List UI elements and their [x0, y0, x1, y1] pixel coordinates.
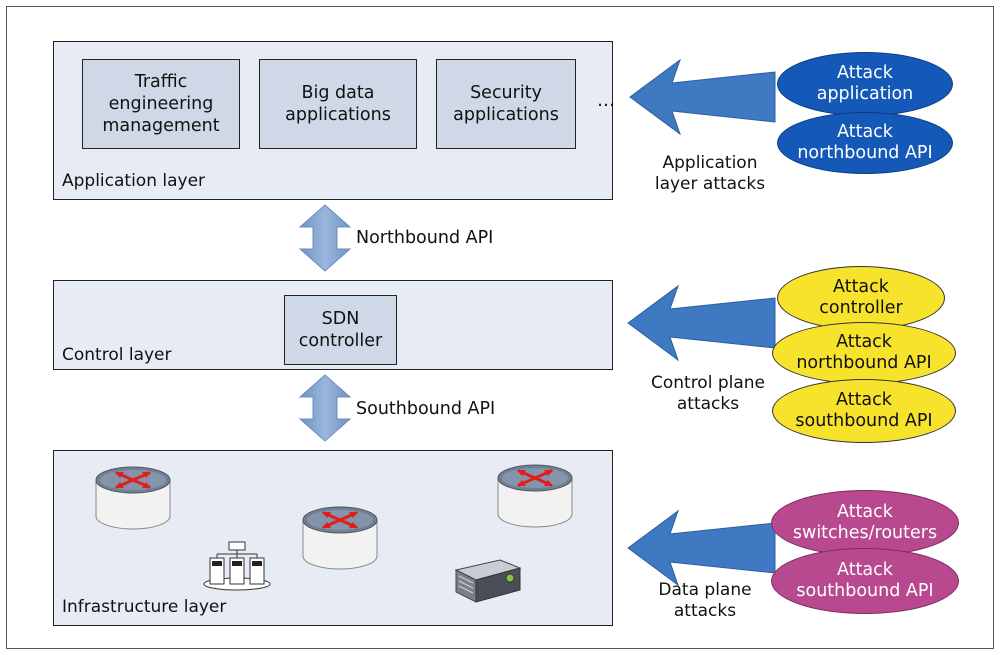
southbound-api-label: Southbound API — [356, 399, 496, 419]
application-ellipsis: … — [597, 90, 615, 111]
rack-server-icon — [454, 559, 522, 603]
control-layer-label: Control layer — [62, 345, 172, 365]
northbound-api-arrow — [298, 204, 352, 272]
router-icon — [497, 464, 573, 528]
server-cluster-icon — [203, 541, 271, 591]
control-attacks-label: Control plane attacks — [650, 373, 766, 414]
infrastructure-layer-label: Infrastructure layer — [62, 597, 227, 617]
attack-southbound-api-ellipse: Attack southbound API — [772, 379, 956, 443]
attack-controller-ellipse: Attack controller — [777, 266, 945, 330]
control-attack-arrow — [627, 284, 776, 362]
attack-northbound-api-ellipse: Attack northbound API — [777, 112, 953, 174]
control-layer: SDN controller Control layer — [53, 280, 613, 370]
application-attack-arrow — [629, 58, 776, 136]
application-attacks-label: Application layer attacks — [654, 153, 766, 194]
sdn-controller-box: SDN controller — [284, 295, 397, 365]
attack-southbound-api-ellipse: Attack southbound API — [771, 548, 959, 614]
diagram-frame — [6, 6, 994, 649]
application-layer: Traffic engineering management Big data … — [53, 41, 615, 200]
attack-application-ellipse: Attack application — [777, 52, 953, 116]
southbound-api-arrow — [298, 374, 352, 442]
router-icon — [302, 506, 378, 570]
big-data-box: Big data applications — [259, 59, 417, 149]
security-applications-box: Security applications — [436, 59, 576, 149]
northbound-api-label: Northbound API — [356, 228, 494, 248]
application-layer-label: Application layer — [62, 171, 206, 191]
traffic-engineering-box: Traffic engineering management — [82, 59, 240, 149]
data-attack-arrow — [627, 509, 776, 587]
data-attacks-label: Data plane attacks — [658, 580, 752, 621]
attack-switches-routers-ellipse: Attack switches/routers — [771, 490, 959, 556]
attack-northbound-api-ellipse: Attack northbound API — [772, 322, 956, 384]
router-icon — [95, 466, 171, 530]
